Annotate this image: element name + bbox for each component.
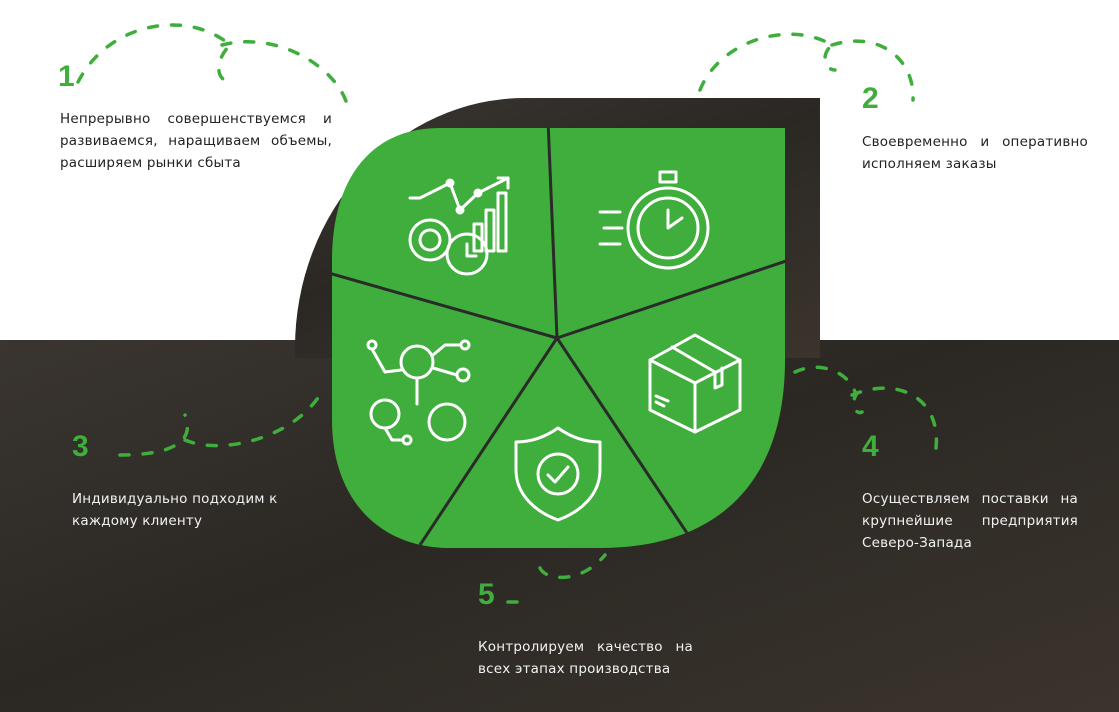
item-2-number: 2 [862,82,879,115]
growth-gear-clock-icon [408,176,510,276]
item-3-text: Индивидуально подходим к каждому клиенту [72,491,278,529]
box-icon [648,333,742,434]
dashed-arc-1 [76,23,350,110]
item-1-number: 1 [58,60,75,93]
item-3-number: 3 [72,430,89,463]
dashed-arc-3 [118,393,322,457]
item-1-text: Непрерывно совершенствуемся и развиваемс… [60,111,332,171]
item-5-text: Контролируем качество на всех этапах про… [478,639,693,677]
stopwatch-icon [598,170,710,270]
dashed-arc-5 [506,553,607,604]
item-2-text: Своевременно и оперативно исполняем зака… [862,134,1088,172]
client-network-icon [366,339,471,446]
item-5-number: 5 [478,578,495,611]
item-4-text: Осуществляем поставки на крупнейшие пред… [862,491,1078,551]
shield-check-icon [514,426,602,522]
segment-dividers [332,128,785,546]
dashed-arc-2 [698,32,915,102]
item-4-number: 4 [862,430,879,463]
dashed-arc-4 [793,365,939,457]
dashed-arcs [76,23,939,604]
